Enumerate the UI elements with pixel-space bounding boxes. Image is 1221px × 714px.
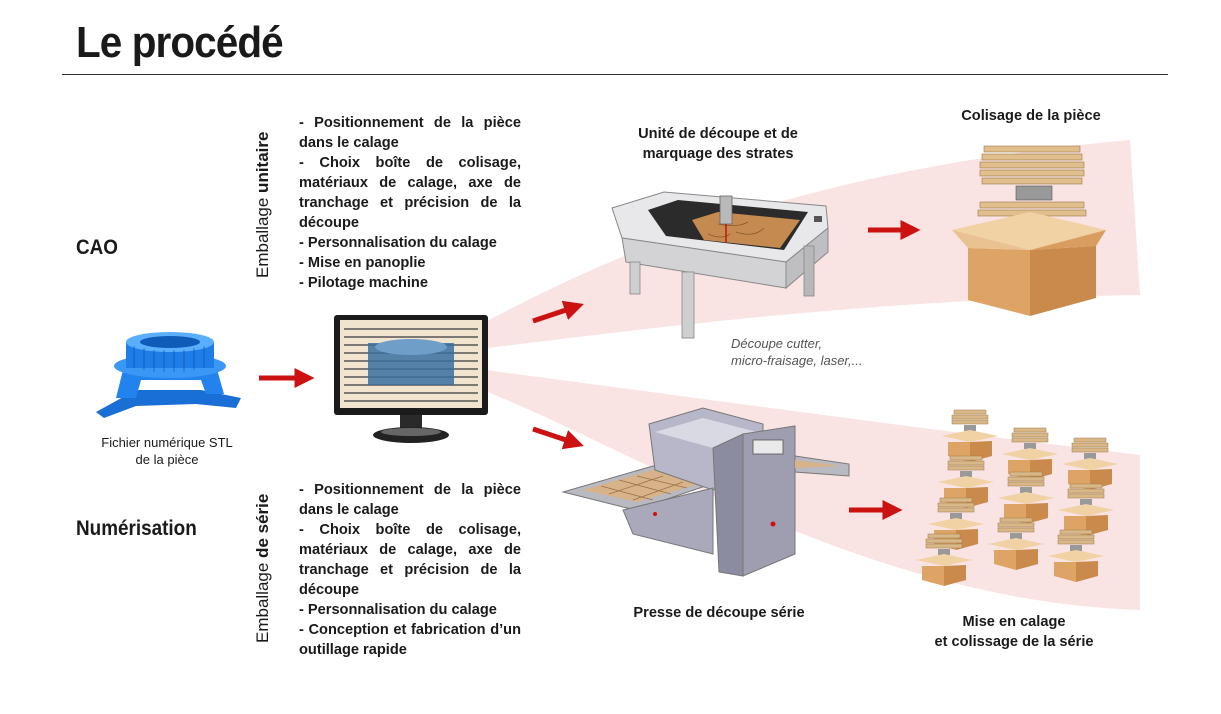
press-caption: Presse de découpe série xyxy=(633,605,805,621)
computer-monitor-image xyxy=(334,315,488,443)
unitaire-step: - Positionnement de la pièce dans le cal… xyxy=(299,115,521,151)
unitaire-step: - Personnalisation du calage xyxy=(299,235,497,251)
press-machine-image xyxy=(561,407,850,577)
serie-step: - Conception et fabrication d’un outilla… xyxy=(299,622,521,658)
stl-caption: Fichier numérique STL de la pièce xyxy=(72,434,262,468)
stl-part-image xyxy=(96,332,241,418)
arrow-to-cutter xyxy=(532,300,584,324)
cao-label: CAO xyxy=(76,236,119,259)
cutter-caption-line-2: marquage des strates xyxy=(642,146,794,162)
cutter-note: Découpe cutter, micro-fraisage, laser,..… xyxy=(731,335,931,369)
cutter-machine-image xyxy=(611,191,829,339)
stl-caption-line-2: de la pièce xyxy=(135,452,199,467)
unitaire-steps: - Positionnement de la pièce dans le cal… xyxy=(299,113,521,293)
emballage-unitaire-prefix: Emballage xyxy=(253,192,272,278)
serie-step: - Choix boîte de colisage, matériaux de … xyxy=(299,522,521,598)
serie-steps: - Positionnement de la pièce dans le cal… xyxy=(299,480,521,660)
emballage-serie-label: Emballage de série xyxy=(253,494,273,643)
arrow-to-press xyxy=(532,426,584,450)
cutter-caption-line-1: Unité de découpe et de xyxy=(638,126,798,142)
emballage-unitaire-label: Emballage unitaire xyxy=(253,132,273,278)
serie-caption-line-2: et colissage de la série xyxy=(934,634,1094,650)
cutter-note-line-1: Découpe cutter, xyxy=(731,336,823,351)
serie-boxes-image xyxy=(915,409,1119,587)
cutter-caption: Unité de découpe et de marquage des stra… xyxy=(610,124,826,164)
serie-step: - Positionnement de la pièce dans le cal… xyxy=(299,482,521,518)
lower-flow-band xyxy=(470,368,1140,610)
emballage-serie-bold: de série xyxy=(253,493,272,558)
serie-caption: Mise en calage et colissage de la série xyxy=(914,612,1114,652)
unitaire-step: - Choix boîte de colisage, matériaux de … xyxy=(299,155,521,231)
emballage-unitaire-bold: unitaire xyxy=(253,131,272,193)
unitaire-step: - Mise en panoplie xyxy=(299,255,426,271)
cutter-note-line-2: micro-fraisage, laser,... xyxy=(731,353,863,368)
serie-caption-line-1: Mise en calage xyxy=(962,614,1066,630)
colisage-box-image xyxy=(952,145,1106,316)
colisage-caption: Colisage de la pièce xyxy=(961,108,1101,124)
serie-step: - Personnalisation du calage xyxy=(299,602,497,618)
emballage-serie-prefix: Emballage xyxy=(253,557,272,643)
unitaire-step: - Pilotage machine xyxy=(299,275,428,291)
page-title: Le procédé xyxy=(76,18,284,67)
numerisation-label: Numérisation xyxy=(76,517,197,540)
stl-caption-line-1: Fichier numérique STL xyxy=(101,435,233,450)
title-divider xyxy=(62,74,1168,75)
